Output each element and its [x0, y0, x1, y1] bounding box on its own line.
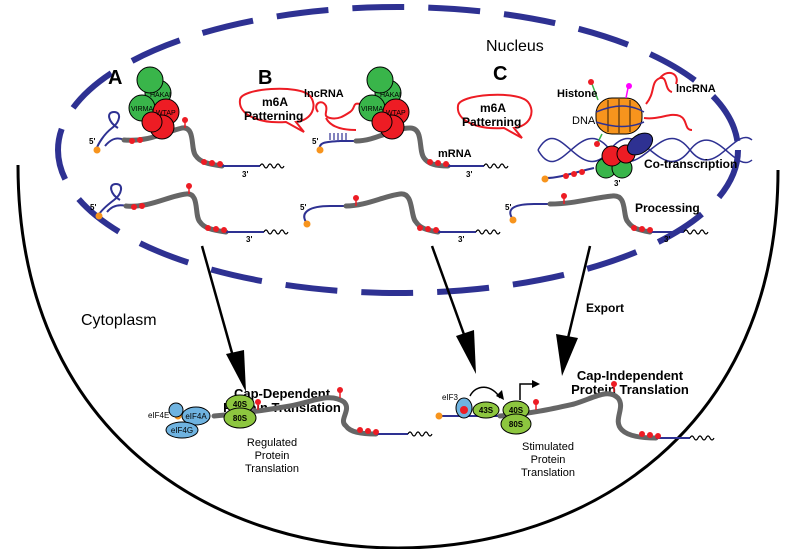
svg-text:80S: 80S: [233, 414, 248, 423]
svg-text:VIRMA: VIRMA: [131, 106, 154, 113]
cap-icon: [93, 146, 101, 154]
panel-c-label: C: [493, 63, 507, 85]
svg-text:Patterning: Patterning: [462, 115, 521, 129]
histone-label: Histone: [557, 88, 597, 100]
m6a-mark: [182, 117, 188, 123]
m6a-mark: [217, 161, 223, 167]
svg-text:43S: 43S: [479, 406, 494, 415]
ribosome-43s: 43S: [472, 401, 500, 419]
svg-text:3': 3': [614, 179, 620, 188]
cytoplasm-label: Cytoplasm: [81, 312, 157, 329]
writer-complex-a: HAKAI VIRMA WTAP: [128, 66, 180, 140]
regulated-line2: Protein: [255, 450, 290, 462]
svg-text:3': 3': [246, 235, 252, 244]
cap-dependent-title-line1: Cap-Dependent: [234, 386, 331, 401]
svg-text:eIF4A: eIF4A: [185, 412, 207, 421]
nucleus-label: Nucleus: [486, 38, 544, 55]
writer-complex-b: HAKAI VIRMA WTAP: [358, 66, 410, 140]
panel-c-bottom-mrna: 5' 3': [505, 193, 709, 244]
svg-text:m6A: m6A: [480, 101, 506, 115]
lncrna-label-b: lncRNA: [304, 88, 344, 100]
mrna-label: mRNA: [438, 148, 472, 160]
eif3-label: eIF3: [442, 393, 459, 402]
m6a-mark: [129, 138, 135, 144]
stimulated-line1: Stimulated: [522, 441, 574, 453]
svg-text:3': 3': [466, 170, 472, 179]
svg-text:5': 5': [90, 203, 96, 212]
panel-b-label: B: [258, 67, 272, 89]
cytoplasm-boundary: [16, 164, 780, 549]
regulated-line1: Regulated: [247, 437, 297, 449]
regulated-line3: Translation: [245, 463, 299, 475]
m6a-patterning-callout-b: m6A Patterning: [238, 87, 315, 133]
cap-independent-title-line1: Cap-Independent: [577, 368, 684, 383]
svg-text:40S: 40S: [233, 400, 248, 409]
svg-text:5': 5': [505, 203, 511, 212]
svg-text:3': 3': [458, 235, 464, 244]
svg-text:WTAP: WTAP: [156, 110, 176, 117]
svg-text:WTAP: WTAP: [386, 110, 406, 117]
five-prime-label: 5': [89, 137, 95, 146]
svg-text:5': 5': [312, 137, 318, 146]
eif4-complex: eIF4A eIF4G: [165, 402, 211, 439]
lncrna-c: [643, 71, 693, 131]
stimulated-line3: Translation: [521, 467, 575, 479]
writer-complex-c: [595, 132, 654, 179]
svg-text:eIF4G: eIF4G: [171, 426, 193, 435]
ribosome-80s-subunit: [223, 407, 257, 429]
scanning-arrow: [469, 386, 501, 399]
eif4e-label: eIF4E: [148, 411, 169, 420]
ribosome-80s-independent: 40S 80S: [500, 400, 532, 435]
ribosome-80s: 40S 80S: [223, 394, 257, 429]
svg-text:m6A: m6A: [262, 95, 288, 109]
lncrna-label-c: lncRNA: [676, 83, 716, 95]
svg-text:3': 3': [664, 235, 670, 244]
stimulated-line2: Protein: [531, 454, 566, 466]
translation-start-arrow: [519, 380, 540, 400]
svg-text:40S: 40S: [509, 406, 524, 415]
three-prime-label: 3': [242, 170, 248, 179]
cap-independent-title-line2: Protein Translation: [571, 382, 689, 397]
svg-text:VIRMA: VIRMA: [361, 106, 384, 113]
m6a-patterning-callout-c: m6A Patterning: [456, 93, 533, 139]
svg-text:HAKAI: HAKAI: [150, 92, 171, 99]
svg-text:5': 5': [300, 203, 306, 212]
panel-b-bottom-mrna: 5' 3': [300, 191, 501, 244]
nuclear-envelope: [55, 4, 741, 296]
eif3-factor: [455, 397, 473, 419]
m6a-mark: [209, 160, 215, 166]
arrow-a-to-cap-dependent: [200, 245, 246, 392]
m6a-mark: [201, 159, 207, 165]
arrow-b-to-cap-independent: [430, 245, 476, 374]
export-label: Export: [586, 301, 624, 315]
panel-c-top-mrna: 3': [541, 167, 620, 188]
svg-text:HAKAI: HAKAI: [380, 92, 401, 99]
svg-text:Patterning: Patterning: [244, 109, 303, 123]
eif4g-factor: [165, 421, 199, 439]
co-transcription-label: Co-transcription: [644, 157, 737, 171]
svg-text:80S: 80S: [509, 420, 524, 429]
panel-a-label: A: [108, 67, 122, 89]
m6a-mark: [137, 137, 143, 143]
processing-label: Processing: [635, 201, 700, 215]
eif4a-factor: [181, 406, 211, 426]
panel-a-bottom-mrna: 5' 3': [90, 182, 289, 244]
lncrna-b: [315, 101, 361, 140]
dna-label: DNA: [572, 115, 596, 127]
arrow-c-export: [556, 245, 592, 376]
